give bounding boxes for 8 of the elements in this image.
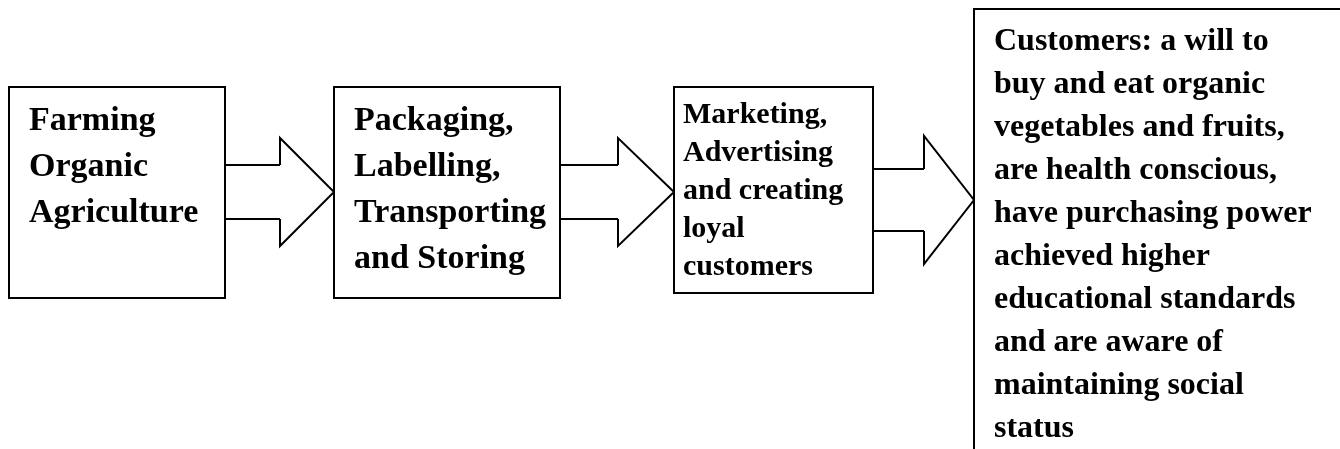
box-text: Packaging, Labelling, Transporting and Storing [354, 99, 548, 277]
box-text: Farming Organic Agriculture [29, 99, 200, 231]
process-box [973, 8, 1340, 449]
box-text: Customers: a will to buy and eat organic vegetables and fruits, are health conscious, have purchasing power achieved higher educational standards and are aware of maintaining social status [994, 20, 1313, 446]
process-box [673, 86, 874, 294]
box-text: Marketing, Advertising and creating loyal customers [683, 95, 845, 283]
process-box [333, 86, 561, 299]
process-box [8, 86, 226, 299]
